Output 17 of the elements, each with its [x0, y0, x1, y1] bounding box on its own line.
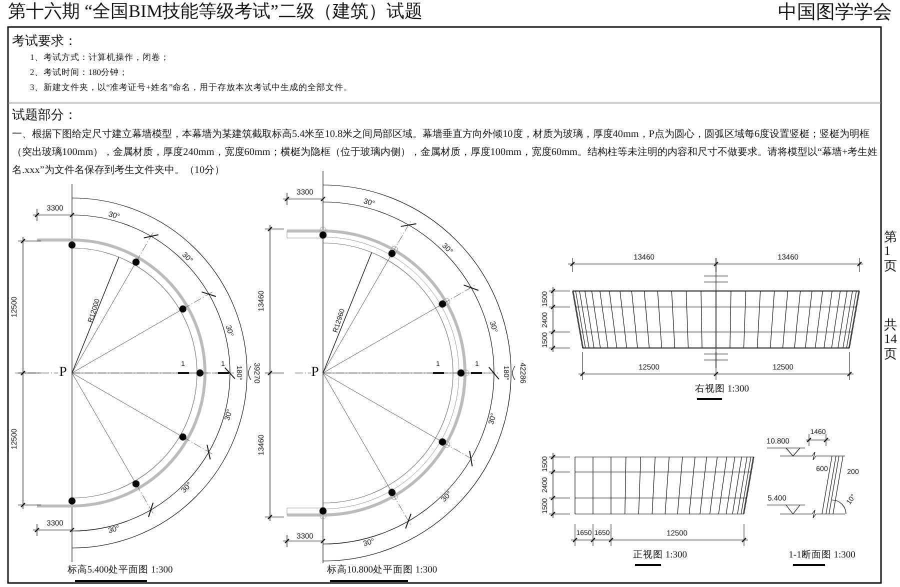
question-text: 一、根据下图给定尺寸建立幕墙模型，本幕墙为某建筑截取标高5.4米至10.8米之间局部区域。幕墙垂直方向外倾10度，材质为玻璃，厚度40mm，P点为圆心，圆弧区域每6度设置竖梃；竖梃为明框（突出玻璃100mm），金属材质，厚度240mm，宽度60mm；横梃为隐框（位于玻璃内侧），金属材质，厚度100mm，宽度60mm。结构柱等未注明的内容和尺寸不做要求。请将模型以“幕墙+考生姓名.xxx”为文件名保存到考生文件夹中。（10分） [12, 128, 878, 178]
section-heading: 考试要求： [12, 34, 77, 49]
drawing-title: 右视图 1:300 [695, 384, 749, 396]
page-title: 第十六期 “全国BIM技能等级考试”二级（建筑）试题 [8, 1, 422, 22]
drawing-title: 标高10.800处平面图 1:300 [326, 566, 438, 576]
drawing-title: 标高5.400处平面图 1:300 [67, 566, 173, 576]
drawing-title: 正视图 1:300 [633, 550, 687, 562]
requirement-text: 3、新建文件夹，以“准考证号+姓名”命名，用于存放本次考试中生成的全部文件。 [30, 83, 353, 93]
requirement-text: 1、考试方式：计算机操作，闭卷； [30, 53, 170, 63]
page-number: 第1页 [884, 230, 898, 273]
section-heading: 试题部分： [12, 108, 77, 123]
organization-name: 中国图学学会 [778, 2, 892, 24]
requirement-text: 2、考试时间：180分钟； [30, 68, 128, 78]
center-point-label: P [59, 364, 67, 382]
page-number: 共14页 [884, 318, 898, 361]
drawing-title: 1-1断面图 1:300 [788, 550, 856, 562]
center-point-label: P [311, 364, 319, 382]
